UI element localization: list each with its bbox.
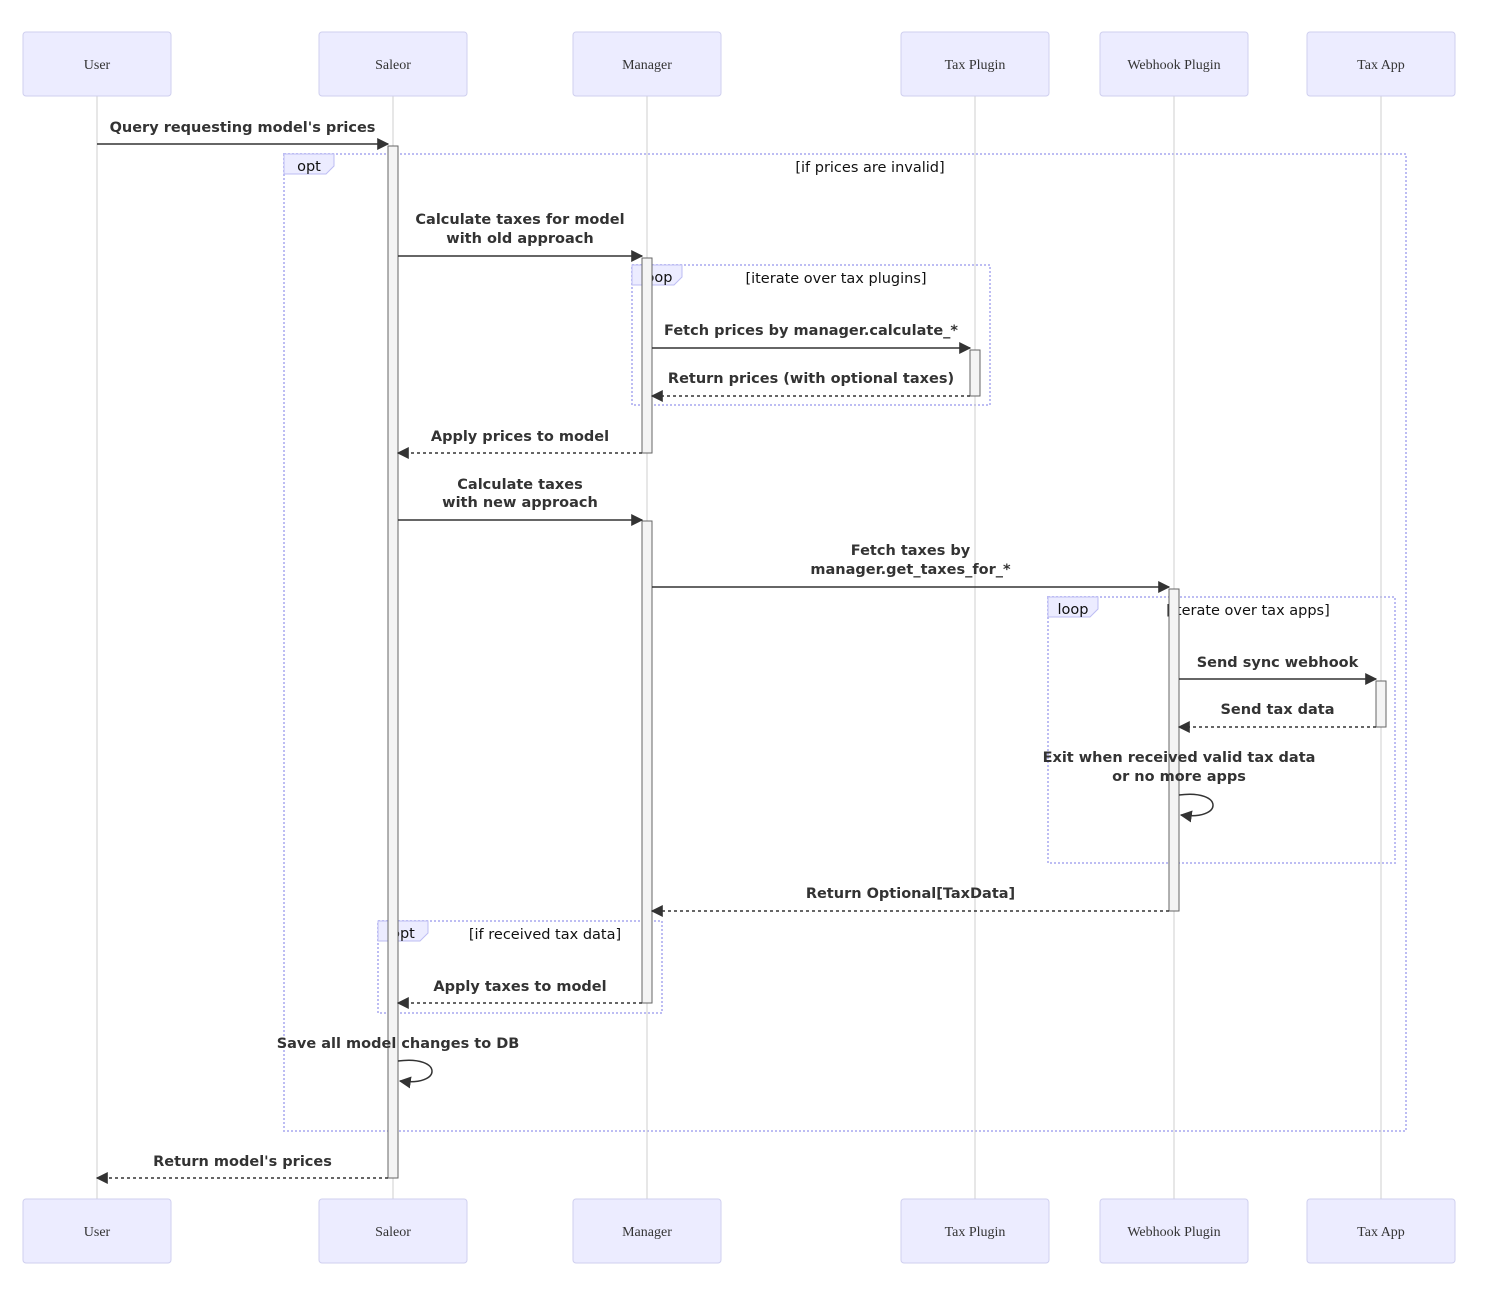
participant-label: Manager (622, 58, 672, 73)
fragment-kind: loop (1058, 602, 1089, 618)
participant-tax-plugin-bottom: Tax Plugin (900, 1198, 1050, 1264)
message-m4: Return prices (with optional taxes) (650, 371, 970, 402)
participant-label: User (84, 1225, 111, 1240)
message-label: Return prices (with optional taxes) (668, 371, 954, 387)
activation-bar-webhook-plugin (1168, 588, 1180, 912)
activation-bar-manager (641, 520, 653, 1004)
participant-label: Manager (622, 1225, 672, 1240)
message-m1: Query requesting model's prices (97, 120, 390, 150)
participant-webhook-plugin-bottom: Webhook Plugin (1099, 1198, 1249, 1264)
fragment-tab (1047, 596, 1099, 618)
participant-tax-app-bottom: Tax App (1306, 1198, 1456, 1264)
participant-label: Webhook Plugin (1127, 58, 1220, 73)
message-label: with old approach (446, 231, 593, 247)
message-m3: Fetch prices by manager.calculate_* (652, 323, 972, 354)
message-m14: Return model's prices (95, 1154, 388, 1184)
message-label: Calculate taxes for model (415, 212, 624, 228)
message-m5: Apply prices to model (396, 429, 642, 459)
message-m11: Return Optional[TaxData] (650, 886, 1169, 917)
message-label: Send sync webhook (1197, 655, 1359, 671)
message-label: Return model's prices (153, 1154, 332, 1170)
activation-layer (387, 145, 1387, 1179)
activation-bar-tax-app (1375, 680, 1387, 728)
participant-label: Webhook Plugin (1127, 1225, 1220, 1240)
activation-bar-tax-plugin (969, 349, 981, 397)
participant-box (900, 1198, 1050, 1264)
fragment-border (1047, 596, 1396, 864)
fragment-condition: [iterate over tax apps] (1166, 603, 1330, 619)
participant-label: User (84, 58, 111, 73)
message-label: Exit when received valid tax data (1043, 750, 1316, 766)
activation-bar-manager (641, 257, 653, 454)
participant-box (572, 31, 722, 97)
message-label: with new approach (442, 495, 598, 511)
participant-box (318, 31, 468, 97)
participant-tax-plugin-top: Tax Plugin (900, 31, 1050, 97)
message-m10: Exit when received valid tax data or no m… (1043, 750, 1316, 823)
message-m6: Calculate taxes with new approach (398, 477, 644, 526)
fragment-condition: [if received tax data] (469, 927, 621, 943)
participant-user-bottom: User (22, 1198, 172, 1264)
message-m8: Send sync webhook (1179, 655, 1378, 685)
message-label: Apply prices to model (431, 429, 609, 445)
message-m2: Calculate taxes for model with old approa… (398, 212, 644, 262)
fragment-border (283, 153, 1407, 1132)
message-m12: Apply taxes to model (396, 979, 642, 1009)
message-label: or no more apps (1112, 769, 1246, 785)
participant-label: Saleor (375, 58, 411, 73)
participant-box (1306, 1198, 1456, 1264)
participant-tax-app-top: Tax App (1306, 31, 1456, 97)
participant-label: Tax App (1357, 1225, 1405, 1240)
participant-box (900, 31, 1050, 97)
message-label: Send tax data (1220, 702, 1334, 718)
participant-box (572, 1198, 722, 1264)
participant-box (22, 1198, 172, 1264)
participant-saleor-top: Saleor (318, 31, 468, 97)
message-label: Apply taxes to model (433, 979, 606, 995)
participant-webhook-plugin-top: Webhook Plugin (1099, 31, 1249, 97)
message-m9: Send tax data (1177, 702, 1376, 733)
participant-box (1099, 1198, 1249, 1264)
message-label: Fetch prices by manager.calculate_* (664, 323, 958, 339)
message-label: Return Optional[TaxData] (806, 886, 1015, 902)
participant-saleor-bottom: Saleor (318, 1198, 468, 1264)
participant-manager-top: Manager (572, 31, 722, 97)
message-m7: Fetch taxes by manager.get_taxes_for_* (652, 543, 1171, 593)
message-label: manager.get_taxes_for_* (810, 562, 1011, 578)
fragment-condition: [iterate over tax plugins] (745, 271, 926, 287)
message-label: Fetch taxes by (851, 543, 971, 559)
fragment-opt-outer: opt [if prices are invalid] (283, 153, 1407, 1132)
participant-label: Tax Plugin (945, 1225, 1006, 1240)
self-message-arrow (397, 1059, 433, 1089)
fragment-loop-apps: loop [iterate over tax apps] (1047, 596, 1396, 864)
fragment-opt-inner: opt[if received tax data] (377, 920, 663, 1014)
participant-manager-bottom: Manager (572, 1198, 722, 1264)
fragment-border (377, 920, 663, 1014)
participant-box (1099, 31, 1249, 97)
lifeline-layer (96, 96, 1382, 1199)
participant-label: Tax App (1357, 58, 1405, 73)
participant-box (318, 1198, 468, 1264)
fragment-kind: opt (297, 159, 321, 175)
participant-box (1306, 31, 1456, 97)
message-layer: Query requesting model's pricesCalculate… (95, 120, 1378, 1184)
self-message-arrow (1178, 793, 1214, 823)
activation-bar-saleor (387, 145, 399, 1179)
fragment-tab (283, 153, 335, 175)
participant-label: Tax Plugin (945, 58, 1006, 73)
message-label: Calculate taxes (457, 477, 582, 493)
fragment-border (631, 264, 991, 406)
message-label: Query requesting model's prices (110, 120, 376, 136)
message-label: Save all model changes to DB (277, 1036, 520, 1052)
message-m13: Save all model changes to DB (277, 1036, 520, 1089)
participant-label: Saleor (375, 1225, 411, 1240)
fragment-condition: [if prices are invalid] (795, 160, 944, 176)
participant-box (22, 31, 172, 97)
participant-user-top: User (22, 31, 172, 97)
